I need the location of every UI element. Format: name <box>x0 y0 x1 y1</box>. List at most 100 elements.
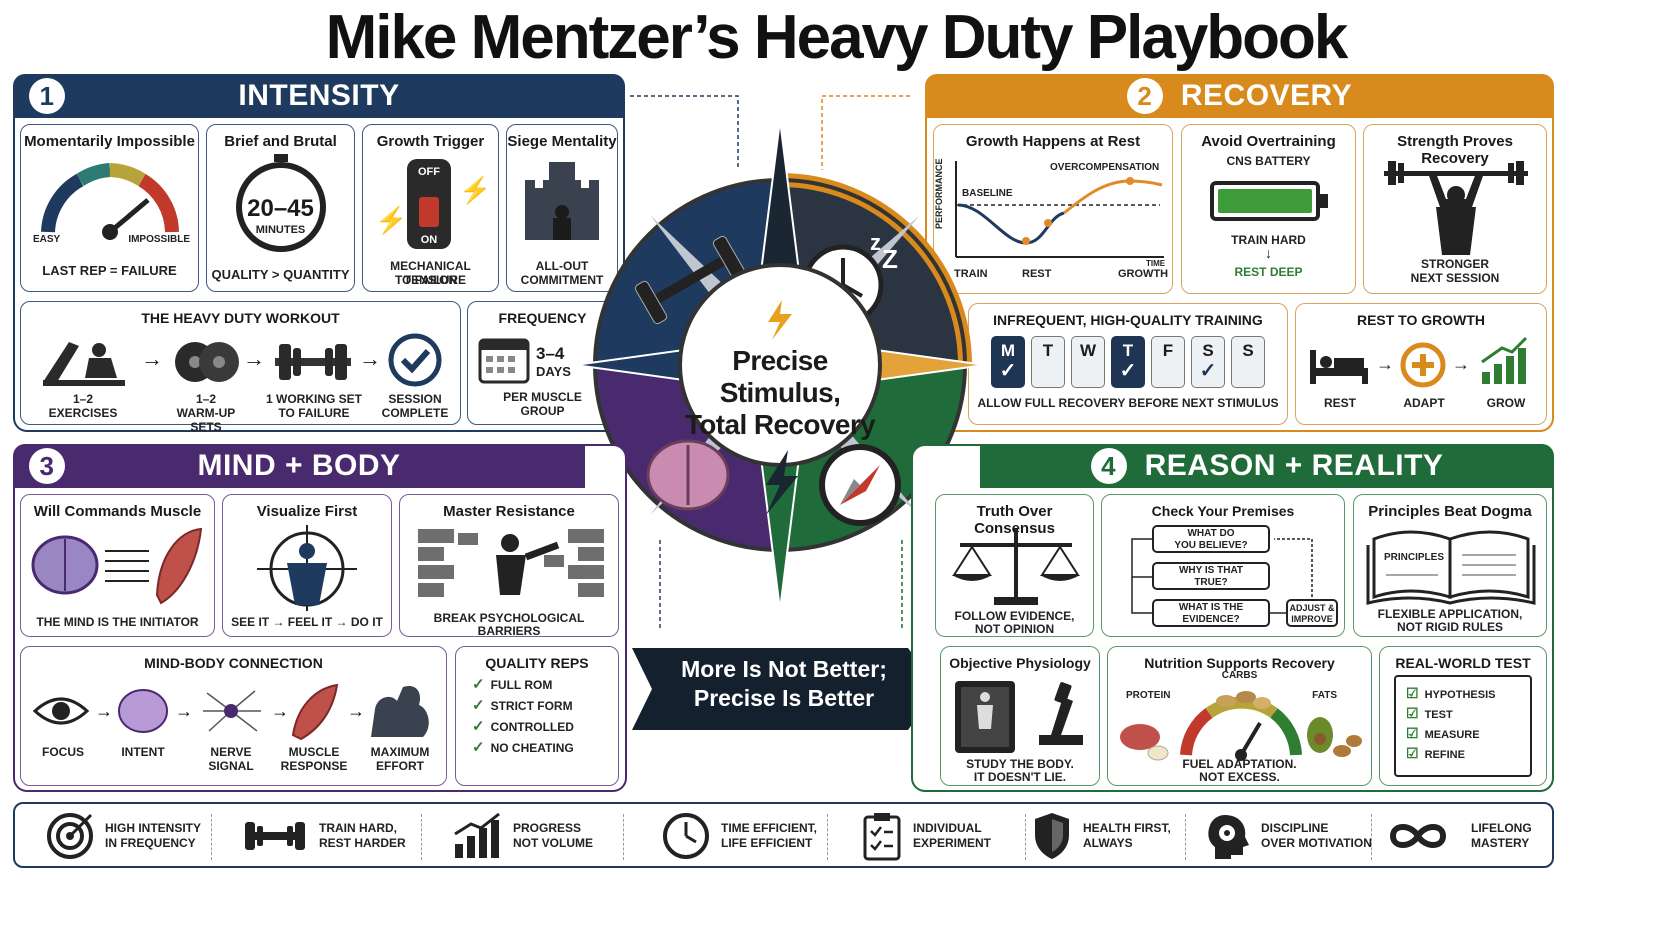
card-brief-and-brutal: Brief and Brutal 20–45 MINUTES QUALITY >… <box>206 124 355 292</box>
dumbbell-icon <box>245 822 305 850</box>
target-icon <box>47 813 93 859</box>
checkbox-icon: ☑ <box>1406 745 1419 761</box>
footer-divider <box>421 814 422 860</box>
card-caption: PER MUSCLE <box>503 390 582 404</box>
intensity-header: 1 INTENSITY <box>13 74 625 118</box>
baseline-label: BASELINE <box>962 188 1013 199</box>
svg-text:z: z <box>870 230 881 255</box>
lifter-icon <box>1384 161 1528 255</box>
frequency-value: 3–4 <box>536 344 565 363</box>
card-caption: QUALITY > QUANTITY <box>211 267 350 282</box>
card-caption: NOT OPINION <box>974 622 1055 636</box>
x-axis-label: TIME <box>1146 259 1166 268</box>
checkbox-icon: ☑ <box>1406 685 1419 701</box>
check-circle-icon: ✓ <box>472 697 485 714</box>
footer-divider <box>827 814 828 860</box>
plus-circle-icon <box>1400 342 1446 388</box>
card-caption: FUEL ADAPTATION. <box>1182 757 1297 771</box>
card-quality-reps: QUALITY REPS ✓FULL ROM ✓STRICT FORM ✓CON… <box>455 646 619 786</box>
card-master-resistance: Master Resistance BREAK PSYCHOLOGICAL BA… <box>399 494 619 638</box>
day-box: S✓ <box>1191 336 1225 388</box>
frequency-unit: DAYS <box>536 364 571 379</box>
card-strength-proves-recovery: Strength Proves Recovery STRONGER NEXT S… <box>1363 124 1547 294</box>
card-title: Growth Trigger <box>376 133 485 150</box>
battery-icon <box>1210 181 1328 221</box>
card-visualize-first: Visualize First SEE IT → FEEL IT → DO IT <box>222 494 392 637</box>
recovery-header: 2 RECOVERY <box>925 74 1554 118</box>
card-growth-at-rest: Growth Happens at Rest PERFORMANCE BASEL… <box>933 124 1173 294</box>
gauge-easy-label: EASY <box>33 234 61 245</box>
shield-icon <box>1035 813 1069 859</box>
connection-step: FOCUS <box>42 745 84 759</box>
card-title: Brief and Brutal <box>224 133 337 150</box>
infinity-icon <box>1389 824 1447 848</box>
card-title: Truth Over Consensus <box>974 503 1055 537</box>
growth-bars-icon <box>1481 336 1528 384</box>
arrow-icon: → <box>1452 354 1470 374</box>
footer-divider <box>1185 814 1186 860</box>
card-title: Will Commands Muscle <box>33 503 202 520</box>
breaking-wall-icon <box>418 529 604 597</box>
arrow-icon: → <box>359 346 381 371</box>
spark-icon: ⚡ <box>459 175 492 205</box>
castle-icon <box>525 162 599 240</box>
card-truth-over-consensus: Truth Over Consensus FOLLOW EVIDENCE, NO… <box>935 494 1094 637</box>
section-heading: REASON + REALITY <box>1144 449 1444 482</box>
section-number: 4 <box>1090 448 1127 484</box>
open-book-icon <box>1366 530 1536 605</box>
arrow-icon: → <box>141 346 163 371</box>
connection-step: INTENT <box>121 745 165 759</box>
checklist-item: ✓STRICT FORM <box>472 697 573 714</box>
card-caption: NOT RIGID RULES <box>1396 620 1503 634</box>
card-caption: LAST REP = FAILURE <box>42 263 177 278</box>
card-title: REST TO GROWTH <box>1356 312 1486 328</box>
grow-step-label: GROW <box>1486 396 1526 410</box>
card-title: Siege Mentality <box>507 133 617 150</box>
card-rest-to-growth: REST TO GROWTH → → REST ADAPT GROW <box>1295 303 1547 425</box>
card-title: Avoid Overtraining <box>1201 133 1336 150</box>
card-caption: THE MIND IS THE INITIATOR <box>36 615 199 629</box>
x-label-growth: GROWTH <box>1118 268 1169 280</box>
page-title: Mike Mentzer’s Heavy Duty Playbook <box>325 3 1349 72</box>
card-principles-beat-dogma: Principles Beat Dogma PRINCIPLES FLEXIBL… <box>1353 494 1547 637</box>
checklist-item: ☑HYPOTHESIS <box>1406 685 1496 702</box>
card-caption: FLEXIBLE APPLICATION, <box>1377 607 1523 621</box>
footer-divider <box>1371 814 1372 860</box>
card-caption: STRONGER <box>1420 257 1489 271</box>
card-title: Momentarily Impossible <box>24 133 195 150</box>
card-title: QUALITY REPS <box>485 655 589 671</box>
section-heading: MIND + BODY <box>197 449 401 482</box>
day-box: T✓ <box>1111 336 1145 388</box>
card-caption: NOT EXCESS. <box>1199 770 1280 784</box>
scales-icon <box>952 529 1080 605</box>
card-caption: ALL-OUT <box>535 259 589 273</box>
carbs-label: CARBS <box>1221 670 1258 681</box>
card-caption: BREAK PSYCHOLOGICAL <box>433 611 585 625</box>
leg-press-icon <box>43 342 125 386</box>
section-number: 3 <box>29 448 65 484</box>
svg-text:→: → <box>271 701 289 721</box>
footer-divider <box>211 814 212 860</box>
card-caption: NEXT SESSION <box>1410 271 1500 285</box>
card-momentarily-impossible: Momentarily Impossible EASY IMPOSSIBLE L… <box>20 124 199 292</box>
gauge-impossible-label: IMPOSSIBLE <box>128 234 190 245</box>
day-box: S <box>1231 336 1265 388</box>
supercompensation-chart <box>955 161 1164 258</box>
card-subtitle: CNS BATTERY <box>1226 154 1311 168</box>
check-circle-icon <box>388 333 442 387</box>
card-title: THE HEAVY DUTY WORKOUT <box>141 310 340 326</box>
quality-checklist: ✓FULL ROM ✓STRICT FORM ✓CONTROLLED ✓NO C… <box>456 677 618 756</box>
connector-lines <box>600 95 910 630</box>
